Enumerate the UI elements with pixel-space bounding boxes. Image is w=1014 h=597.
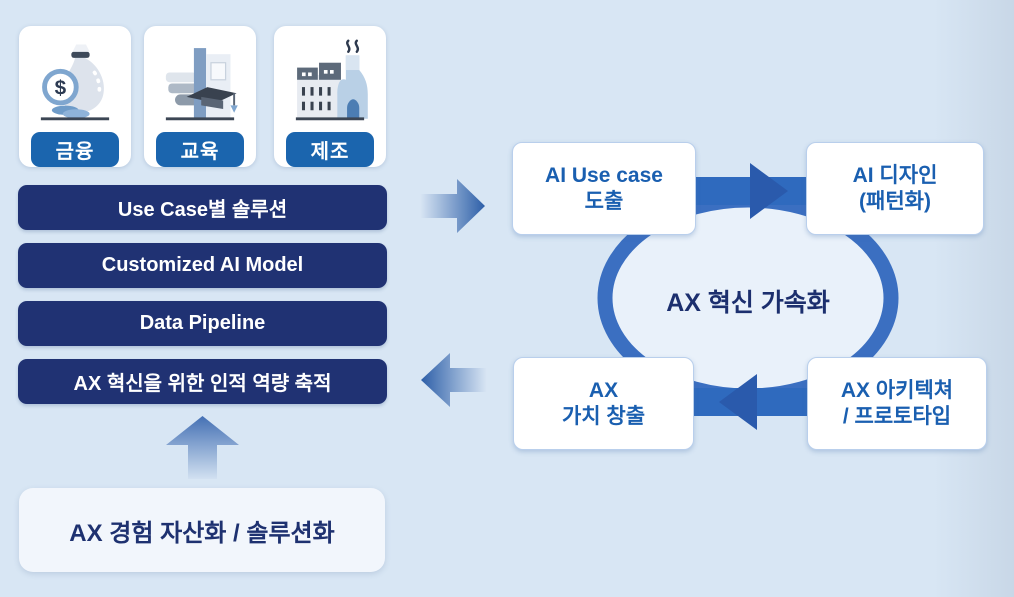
- cycle-center-label: AX 혁신 가속화: [666, 289, 830, 317]
- cycle-arrowhead-right-icon: [750, 163, 788, 219]
- cycle-step-line: (패턴화): [859, 189, 931, 213]
- svg-text:$: $: [55, 76, 67, 99]
- cycle-step-box-design: AI 디자인 (패턴화): [806, 142, 984, 235]
- industry-label-education: 교육: [156, 131, 244, 167]
- industry-card-manufacturing: 제조: [274, 26, 386, 167]
- cycle-step-line: AI 디자인: [852, 163, 938, 187]
- capability-bar-customized-ai-model: Customized AI Model: [18, 243, 387, 288]
- up-arrow-icon: [166, 416, 239, 479]
- factory-icon: [291, 26, 369, 124]
- foundation-box: AX 경험 자산화 / 솔루션화: [19, 488, 385, 572]
- cycle-step-box-usecase: AI Use case 도출: [512, 142, 696, 235]
- foundation-label: AX 경험 자산화 / 솔루션화: [69, 519, 335, 547]
- industry-card-finance: $ 금융: [19, 26, 131, 167]
- cycle-ring: [597, 163, 899, 430]
- industry-label-finance: 금융: [31, 131, 119, 167]
- cycle-step-line: 도출: [584, 189, 624, 213]
- cycle-step-line: AX 아키텍쳐: [840, 378, 954, 402]
- flow-left-arrow-icon: [421, 353, 487, 407]
- cycle-step-box-architecture: AX 아키텍쳐 / 프로토타입: [807, 357, 987, 450]
- industry-label-manufacturing: 제조: [286, 131, 374, 167]
- capability-bar-data-pipeline: Data Pipeline: [18, 301, 387, 346]
- cycle-step-line: 가치 창출: [561, 404, 646, 428]
- capability-bar-usecase-solution: Use Case별 솔루션: [18, 185, 387, 230]
- flow-right-arrow-icon: [420, 179, 485, 233]
- industry-card-education: 교육: [144, 26, 256, 167]
- cycle-step-line: / 프로토타입: [842, 404, 952, 428]
- capability-bar-human-capability: AX 혁신을 위한 인적 역량 축적: [18, 359, 387, 404]
- money-bag-icon: $: [36, 26, 114, 124]
- cycle-step-line: AI Use case: [545, 163, 663, 187]
- education-books-icon: [161, 26, 239, 124]
- cycle-step-box-value: AX 가치 창출: [513, 357, 694, 450]
- cycle-arrowhead-left-icon: [719, 374, 757, 430]
- cycle-step-line: AX: [588, 378, 619, 402]
